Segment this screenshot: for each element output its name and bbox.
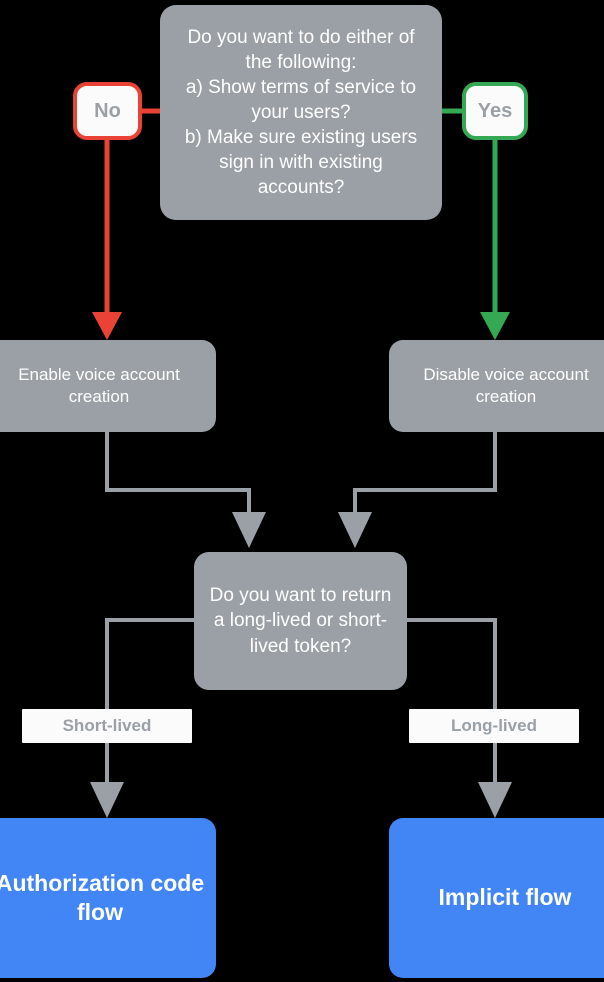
- process-node-enable-voice-account-creation[interactable]: Enable voice account creation: [0, 340, 216, 432]
- edge-token-to-auth-arrowhead: [90, 782, 124, 818]
- edge-label-long-lived[interactable]: Long-lived: [409, 709, 579, 743]
- edge-yes-to-disable-arrowhead: [480, 312, 510, 340]
- terminal-node-authorization-code-flow-label: Authorization code flow: [0, 869, 205, 925]
- terminal-node-implicit-flow-label: Implicit flow: [438, 884, 572, 911]
- branch-label-no[interactable]: No: [73, 82, 142, 140]
- edge-label-long-lived-text: Long-lived: [451, 716, 537, 735]
- process-node-disable-label: Disable voice account creation: [423, 364, 589, 406]
- process-node-enable-label: Enable voice account creation: [18, 364, 180, 406]
- edge-token-to-auth-line: [105, 618, 194, 790]
- decision-node-terms-and-existing-accounts[interactable]: Do you want to do either of the followin…: [160, 5, 442, 220]
- decision-node-token-lifetime[interactable]: Do you want to return a long-lived or sh…: [194, 552, 407, 690]
- decision-node-token-label: Do you want to return a long-lived or sh…: [209, 585, 392, 657]
- process-node-disable-voice-account-creation[interactable]: Disable voice account creation: [389, 340, 604, 432]
- edge-disable-to-token-arrowhead: [338, 512, 372, 548]
- branch-label-yes[interactable]: Yes: [462, 82, 528, 140]
- branch-label-yes-text: Yes: [477, 99, 513, 122]
- decision-node-terms-label: Do you want to do either of the followin…: [184, 26, 418, 199]
- edge-enable-to-token-arrowhead: [232, 512, 266, 548]
- terminal-node-authorization-code-flow[interactable]: Authorization code flow: [0, 818, 216, 978]
- edge-no-to-enable-arrowhead: [92, 312, 122, 340]
- edge-token-to-implicit-line: [407, 618, 497, 790]
- edge-label-short-lived[interactable]: Short-lived: [22, 709, 192, 743]
- edge-label-short-lived-text: Short-lived: [62, 716, 152, 735]
- edge-token-to-implicit-arrowhead: [478, 782, 512, 818]
- edge-enable-to-token-line: [105, 432, 251, 520]
- terminal-node-implicit-flow[interactable]: Implicit flow: [389, 818, 604, 978]
- branch-label-no-text: No: [94, 99, 121, 122]
- edge-disable-to-token-line: [353, 432, 497, 520]
